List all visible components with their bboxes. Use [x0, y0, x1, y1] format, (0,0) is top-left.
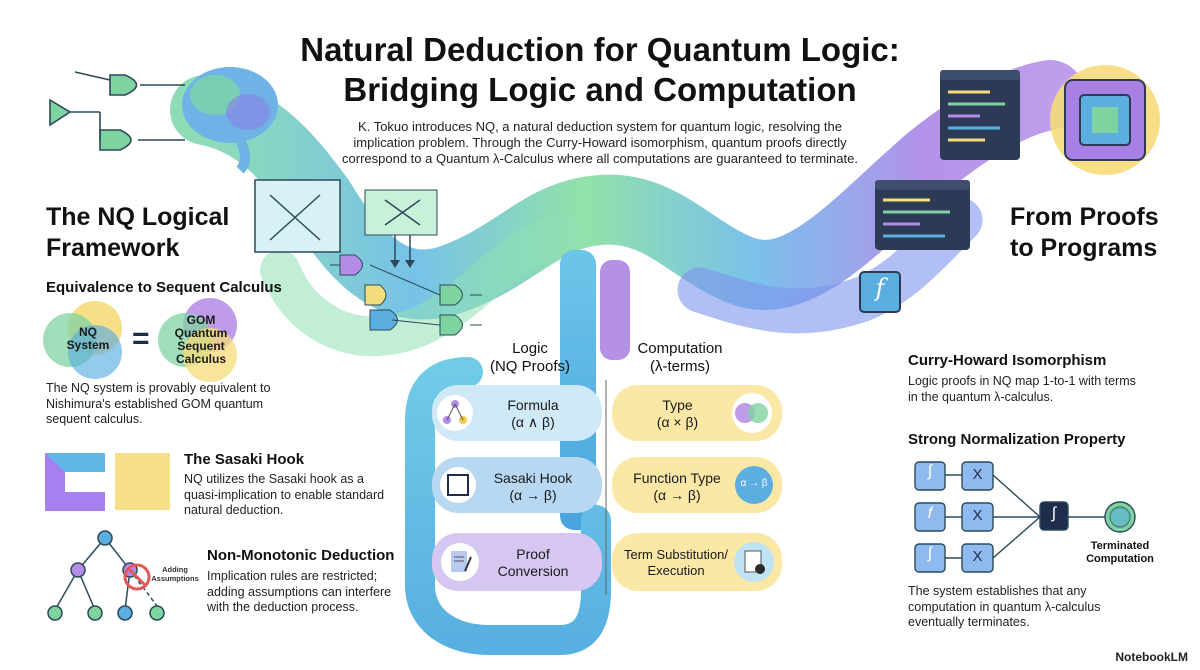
circuit-window-icon [254, 179, 482, 336]
code-window-icon [940, 70, 1020, 160]
equals-sign: = [132, 322, 150, 355]
row1-logic-bg [432, 385, 602, 441]
left-heading-line-1: The NQ Logical [46, 203, 230, 231]
chip-icon [1050, 65, 1160, 175]
row2-comp-line-1: Function Type [633, 470, 721, 486]
nq-venn-label: NQ System [58, 326, 118, 352]
sasaki-square-yellow [115, 453, 170, 510]
right-heading: From Proofs to Programs [1010, 202, 1159, 264]
sasaki-heading: The Sasaki Hook [184, 451, 305, 468]
document-execute-icon [734, 542, 774, 582]
title-line-2: Bridging Logic and Computation [343, 71, 857, 108]
gom-venn-line-1: GOM [186, 313, 216, 327]
node-integral-final: ∫ [1051, 505, 1057, 522]
row3-logic-line-1: Proof [516, 546, 550, 562]
brain-icon [182, 67, 278, 174]
terminated-line-2: Computation [1086, 553, 1154, 565]
nonmono-body: Implication rules are restricted; adding… [207, 569, 392, 614]
right-heading-line-2: to Programs [1010, 234, 1158, 262]
node-integral-2: ∫ [927, 545, 933, 562]
node-chi-3: X [972, 548, 983, 565]
gom-venn-label: GOM Quantum Sequent Calculus [170, 314, 232, 366]
nq-venn-line-2: System [66, 338, 110, 352]
row3-logic-bg [432, 533, 602, 591]
code-window-icon-2 [875, 180, 970, 250]
watermark: NotebookLM [1115, 650, 1188, 664]
row1-comp-line-2: (α × β) [656, 414, 699, 430]
ribbon-lower [260, 215, 580, 357]
comp-sub: (λ-terms) [650, 358, 710, 375]
intro-text: K. Tokuo introduces NQ, a natural deduct… [342, 119, 858, 166]
row3-logic: Proof Conversion [478, 546, 588, 580]
row3-comp-bg [612, 533, 782, 591]
comp-head: Computation [637, 340, 723, 357]
left-heading: The NQ Logical Framework [46, 202, 229, 264]
normalization-network [914, 461, 1136, 573]
title-line-1: Natural Deduction for Quantum Logic: [300, 31, 900, 68]
logic-column-header: Logic (NQ Proofs) [470, 340, 590, 376]
prohibited-icon [123, 563, 151, 591]
row2-logic: Sasaki Hook (α → β) [478, 470, 588, 504]
row3-logic-line-2: Conversion [497, 563, 569, 579]
deduction-tree-icon [47, 530, 165, 621]
row2-comp-bg [612, 457, 782, 513]
sasaki-square-icon [440, 467, 476, 503]
row2-logic-line-2: (α → β) [509, 487, 557, 503]
gom-venn-icon [158, 298, 237, 382]
nonmono-heading: Non-Monotonic Deduction [207, 547, 395, 564]
formula-icon [437, 395, 473, 431]
node-chi-1: X [972, 466, 983, 483]
row3-comp-line-1: Term Substitution/ [623, 547, 729, 562]
nq-venn-icon [43, 301, 122, 379]
gom-venn-line-3: Sequent [177, 339, 225, 353]
pillar-right [600, 260, 630, 360]
page-title: Natural Deduction for Quantum Logic: Bri… [250, 30, 950, 110]
left-heading-line-2: Framework [46, 234, 180, 262]
row1-logic: Formula (α ∧ β) [478, 397, 588, 431]
adding-label-line-1: Adding [162, 565, 188, 574]
gom-venn-line-4: Calculus [175, 352, 226, 366]
function-box-bg [859, 271, 901, 313]
row1-logic-line-1: Formula [507, 397, 559, 413]
u-loop [405, 357, 611, 655]
type-venn-icon [732, 393, 772, 433]
normalization-heading: Strong Normalization Property [908, 431, 1126, 448]
function-symbol-icon: f [875, 274, 885, 302]
row3-comp-line-2: Execution [647, 563, 705, 578]
row2-comp: Function Type (α → β) [622, 470, 732, 504]
adding-label-line-2: Assumptions [151, 574, 199, 583]
logic-gates-icon [49, 71, 185, 151]
normalization-body: The system establishes that any computat… [908, 584, 1101, 629]
equivalence-body: The NQ system is provably equivalent to … [46, 381, 271, 426]
gom-venn-line-2: Quantum [174, 326, 228, 340]
nq-venn-line-1: NQ [79, 325, 97, 339]
curry-howard-body: Logic proofs in NQ map 1-to-1 with terms… [908, 374, 1136, 404]
terminated-line-1: Terminated [1090, 540, 1150, 552]
row1-comp: Type (α × β) [625, 397, 730, 431]
function-type-icon [735, 466, 773, 504]
sasaki-body: NQ utilizes the Sasaki hook as a quasi-i… [184, 472, 385, 517]
row2-logic-bg [432, 457, 602, 513]
row1-logic-line-2: (α ∧ β) [511, 414, 555, 430]
row2-logic-line-1: Sasaki Hook [493, 470, 573, 486]
node-chi-2: X [972, 507, 983, 524]
node-f: f [927, 505, 933, 522]
terminated-computation-label: Terminated Computation [1080, 540, 1160, 566]
document-edit-icon [441, 543, 479, 581]
curry-howard-heading: Curry-Howard Isomorphism [908, 352, 1107, 369]
sasaki-hook-icon [45, 453, 105, 511]
row2-comp-line-2: (α → β) [653, 487, 701, 503]
right-heading-line-1: From Proofs [1010, 203, 1159, 231]
row1-comp-line-1: Type [662, 397, 693, 413]
node-integral-1: ∫ [927, 463, 933, 480]
logic-sub: (NQ Proofs) [489, 358, 570, 375]
logic-head: Logic [512, 340, 548, 357]
row3-comp: Term Substitution/ Execution [614, 547, 738, 579]
function-type-icon-label: α → β [740, 478, 768, 489]
adding-assumptions-label: Adding Assumptions [150, 565, 200, 583]
equivalence-heading: Equivalence to Sequent Calculus [46, 279, 282, 296]
computation-column-header: Computation (λ-terms) [620, 340, 740, 376]
